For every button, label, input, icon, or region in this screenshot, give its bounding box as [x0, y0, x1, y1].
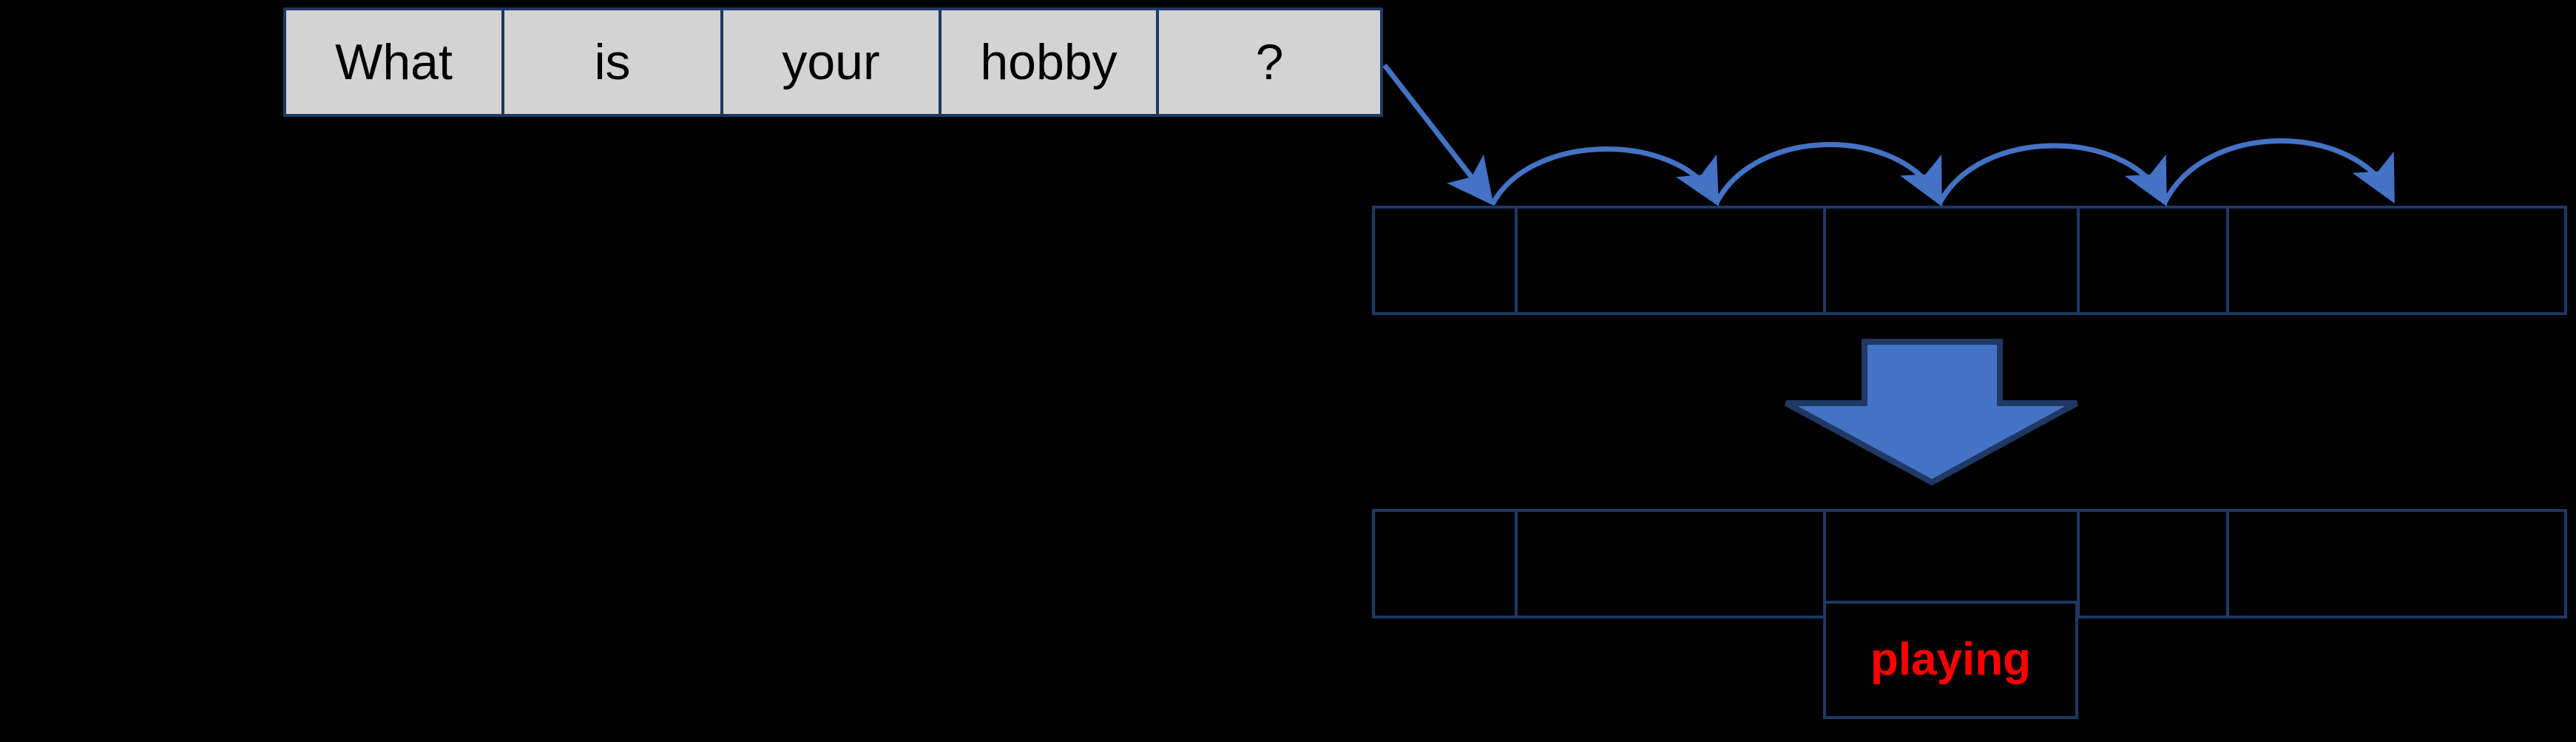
recurrent-arc-4: [2161, 138, 2395, 206]
encoder-state-row: [1372, 206, 2573, 315]
encoder-cell-5[interactable]: [2226, 206, 2567, 315]
input-cell-3-label: your: [782, 34, 880, 90]
encoder-cell-2[interactable]: [1515, 206, 1826, 315]
recurrent-arc-3: [1936, 143, 2167, 207]
input-cell-1[interactable]: What: [283, 7, 504, 117]
input-cell-2[interactable]: is: [501, 7, 723, 117]
input-token-row: What is your hobby ?: [283, 7, 1383, 117]
decoder-cell-4[interactable]: [2077, 509, 2229, 618]
input-cell-3[interactable]: your: [720, 7, 942, 117]
input-cell-2-label: is: [594, 34, 631, 90]
encoder-cell-3[interactable]: [1823, 206, 2080, 315]
input-to-encoder-arrow: [1382, 63, 1494, 206]
predicted-token-cell[interactable]: playing: [1823, 601, 2078, 719]
input-cell-5-label: ?: [1255, 34, 1284, 90]
decoder-cell-2[interactable]: [1515, 509, 1826, 618]
recurrent-arc-1: [1490, 146, 1720, 207]
input-cell-5[interactable]: ?: [1156, 7, 1383, 117]
recurrent-arc-2: [1713, 142, 1942, 207]
input-cell-4[interactable]: hobby: [939, 7, 1159, 117]
encoder-to-decoder-arrow: [1785, 339, 2078, 486]
decoder-cell-1[interactable]: [1372, 509, 1518, 618]
input-cell-1-label: What: [335, 34, 453, 90]
decoder-cell-5[interactable]: [2226, 509, 2567, 618]
encoder-cell-4[interactable]: [2077, 206, 2229, 315]
predicted-token-label: playing: [1870, 634, 2032, 685]
input-cell-4-label: hobby: [980, 34, 1118, 90]
encoder-cell-1[interactable]: [1372, 206, 1518, 315]
